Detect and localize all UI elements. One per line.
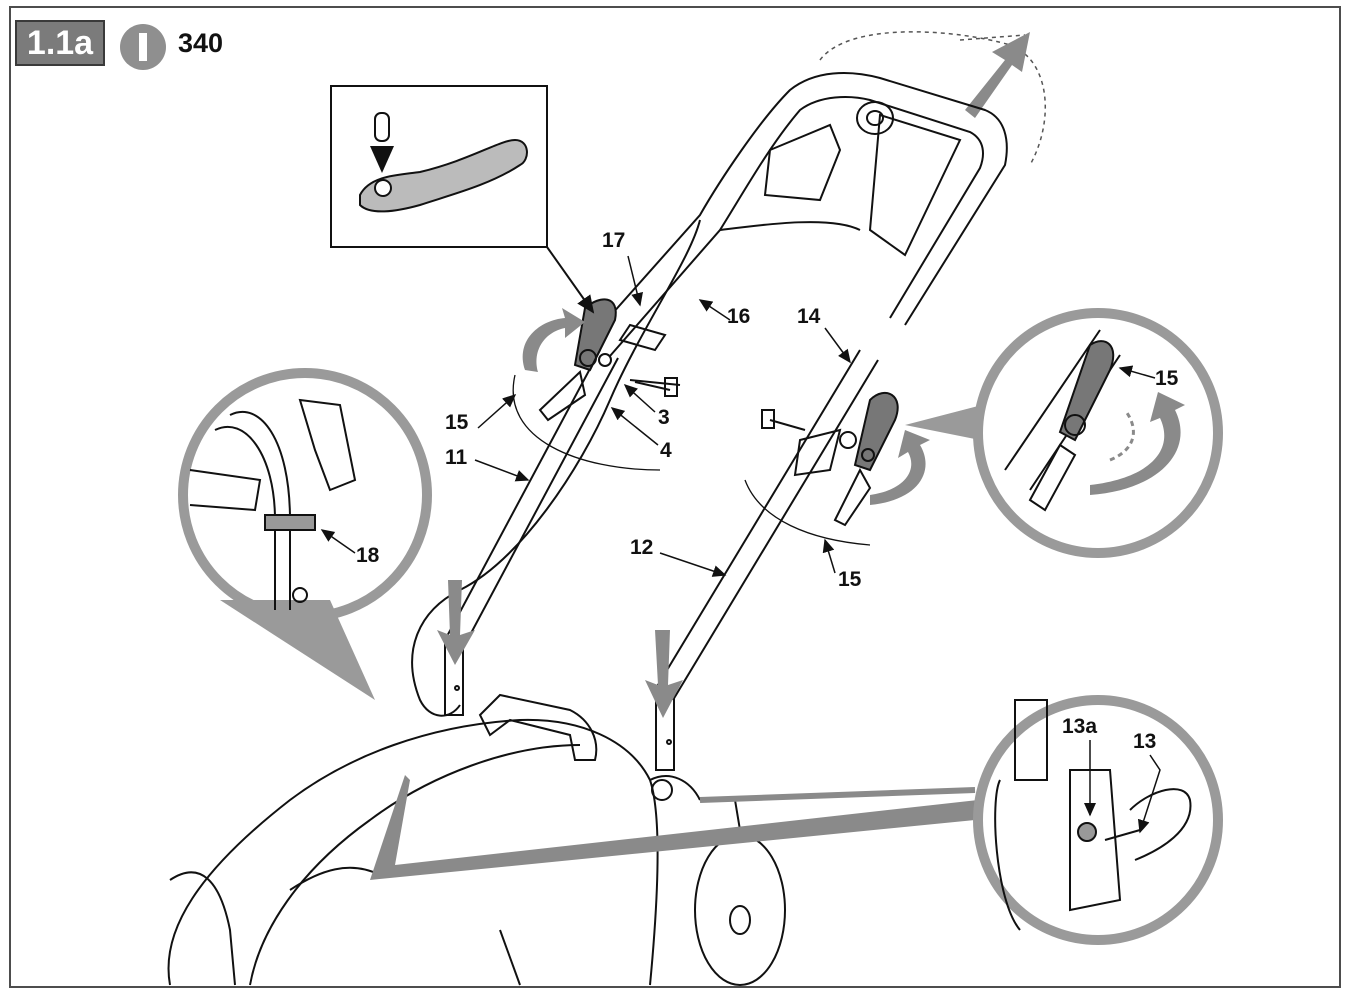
upper-handle [579, 72, 1008, 357]
zoom-clamp-lever [905, 308, 1223, 558]
zoom-screw-mount [973, 695, 1223, 945]
lower-tube-right [654, 349, 879, 771]
rotate-arrow-right-icon [870, 430, 930, 505]
label-16: 16 [727, 305, 750, 328]
label-15-zoom: 15 [1155, 367, 1179, 390]
figure-number-badge: 1.1a [15, 20, 105, 66]
rotate-arrow-left-icon [522, 308, 585, 372]
figure-frame [9, 6, 1341, 988]
label-4: 4 [660, 439, 672, 462]
label-12: 12 [630, 536, 653, 559]
inset-lever-detail [330, 85, 548, 248]
label-14: 14 [797, 305, 821, 328]
label-3: 3 [658, 406, 670, 429]
label-18: 18 [356, 544, 380, 567]
right-clamp-lever [793, 391, 899, 527]
label-11: 11 [445, 446, 468, 469]
inset-pointer-arrow [546, 246, 595, 314]
power-cable [411, 219, 701, 717]
right-bolt [761, 409, 806, 431]
callout-pointer-right [370, 775, 978, 880]
label-13: 13 [1133, 730, 1156, 753]
label-17: 17 [602, 229, 625, 252]
lower-tube-left [444, 349, 619, 716]
model-number: 340 [178, 28, 224, 58]
zoom-cable-clip [178, 368, 432, 700]
handle-ghost-outline [819, 31, 1046, 166]
lift-arrow-icon [965, 32, 1030, 118]
label-15-left: 15 [445, 411, 469, 434]
insert-arrow-left-icon [437, 580, 475, 665]
insert-arrow-right-icon [645, 630, 683, 718]
label-15-right: 15 [838, 568, 862, 591]
left-bolt [634, 377, 678, 397]
label-13a: 13a [1062, 715, 1097, 738]
info-mode-icon [120, 24, 166, 70]
